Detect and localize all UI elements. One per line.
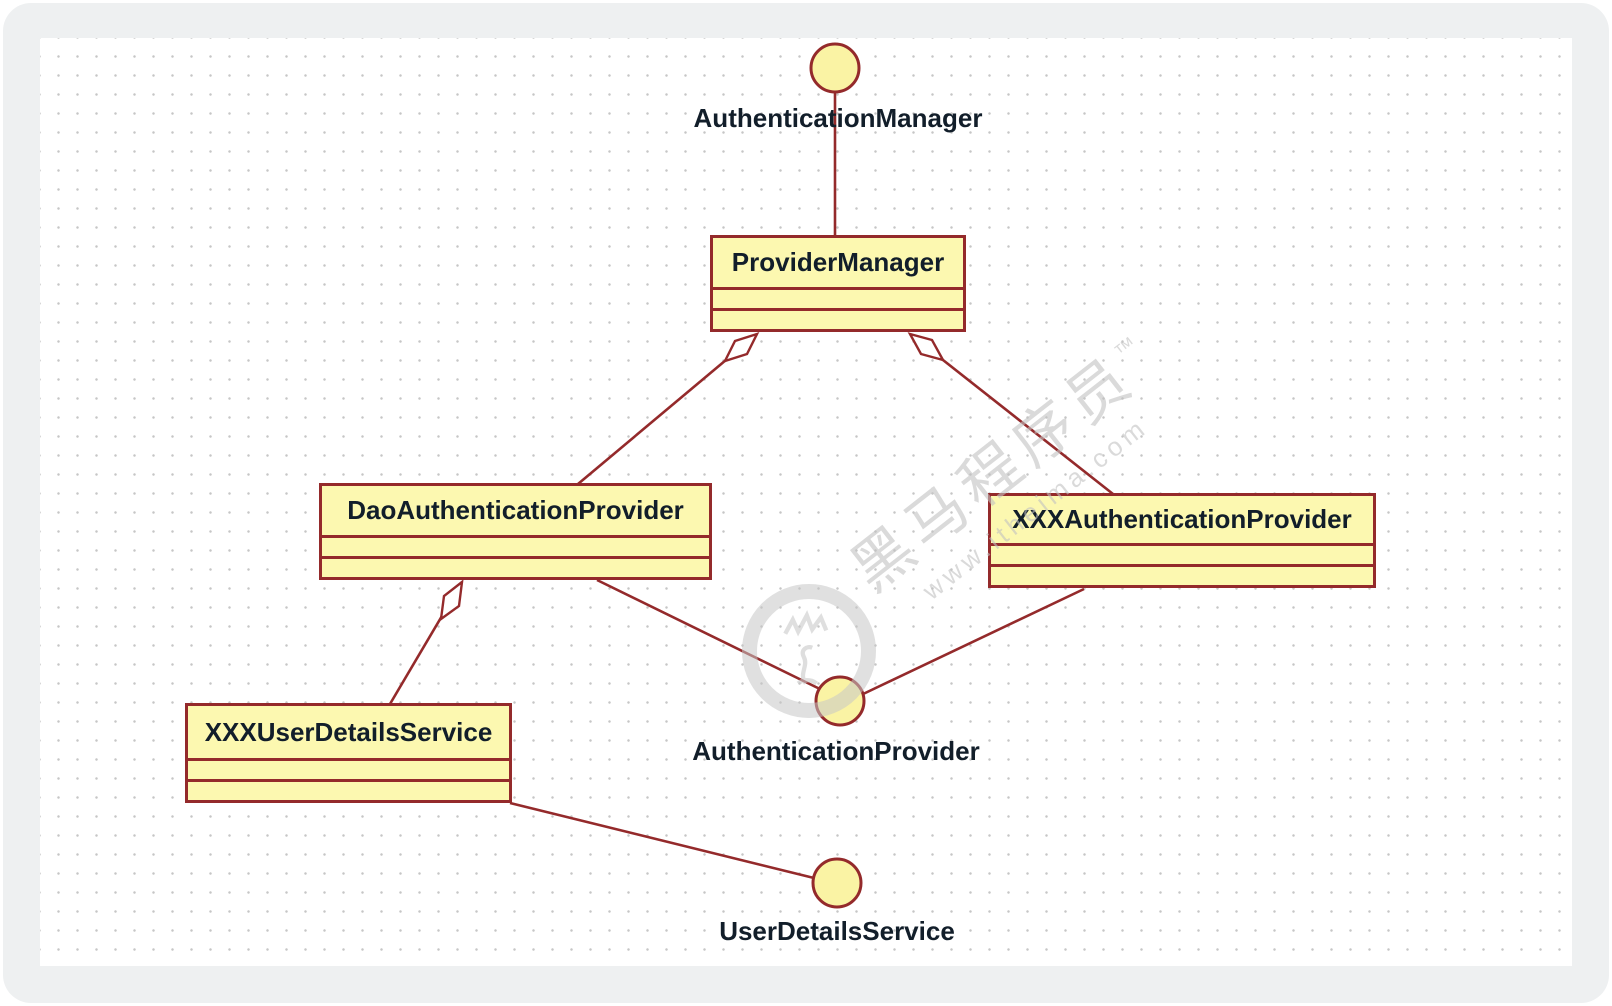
operations-compartment [991,564,1373,585]
interface-circle-user-details-service [811,857,863,909]
class-name-label: XXXAuthenticationProvider [1012,504,1352,534]
edge-xxxuserdetailsservice-userdetailsservice [509,801,815,880]
edge-daoprovider-authprovider [596,578,825,693]
edge-xxxprovider-authprovider [860,587,1085,697]
operations-compartment [322,556,709,577]
aggregation-diamond-dao [439,579,464,622]
operations-compartment [713,308,963,329]
class-name-label: ProviderManager [731,247,945,277]
interface-circle-authentication-provider [814,675,866,727]
class-box-dao-authentication-provider: DaoAuthenticationProvider [319,483,712,580]
operations-compartment [188,779,509,800]
attributes-compartment [188,758,509,779]
aggregation-diamond-left [722,331,760,364]
attributes-compartment [322,535,709,556]
interface-label-user-details-service: UserDetailsService [719,916,955,946]
class-name-label: XXXUserDetailsService [204,716,493,747]
attributes-compartment [713,287,963,308]
aggregation-diamond-right [907,332,946,362]
interface-label-authentication-provider: AuthenticationProvider [692,736,980,766]
attributes-compartment [991,543,1373,564]
class-box-provider-manager: ProviderManager [710,235,966,332]
class-name-label: DaoAuthenticationProvider [347,495,684,525]
interface-label-authentication-manager: AuthenticationManager [693,103,983,133]
class-box-xxx-user-details-service: XXXUserDetailsService [185,703,512,803]
class-box-xxx-authentication-provider: XXXAuthenticationProvider [988,493,1376,588]
interface-circle-authentication-manager [809,42,861,94]
